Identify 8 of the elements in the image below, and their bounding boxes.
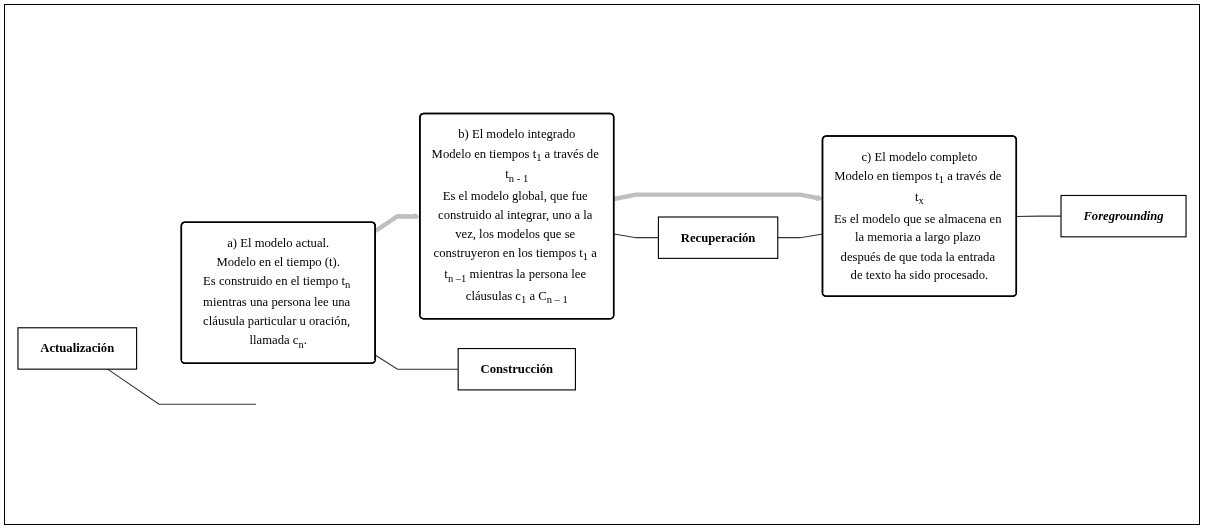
- node-box: [1060, 194, 1187, 238]
- connector: [613, 233, 659, 239]
- diagram-frame: Actualización a) El modelo actual. Modelo en el tiempo (t). Es construido en el tiempo t$_{n}$ mientras una persona lee una cláusula particular u oración, llamada c$_{n}$. b) El modelo integrado Modelo en tiempos t$_{1}$ a través de t$_{n - 1}$ Es el modelo global, que fue construido al integrar, uno a la vez, los modelos que se construyeron en los tiempos t$_{1}$ a t$_{n –1}$ mientras la persona lee cláusulas c$_{1}$ a C$_{n – 1}$ c) El modelo completo Modelo en tiempos t$_{1}$ a través de t$_{x}$ Es el modelo que se almacena en la memoria a largo plazo después de que toda la entrada de texto ha sido procesado. Construcción Recuperación Foregrounding: [4, 4, 1200, 525]
- node-box: [457, 348, 576, 391]
- node-box: [17, 327, 138, 370]
- node-box: [657, 216, 779, 259]
- connector: [1016, 215, 1062, 218]
- connector: [107, 368, 257, 405]
